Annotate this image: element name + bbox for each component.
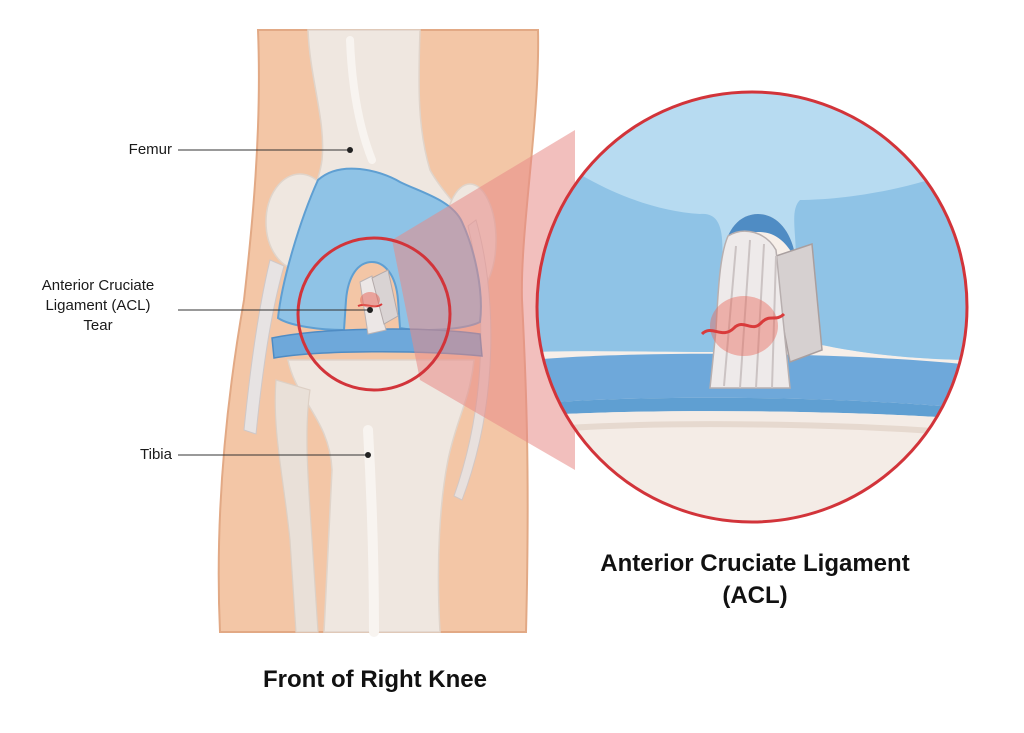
tibia-highlight [363,425,379,637]
fibula-bone [274,379,319,633]
label-acl-tear: Anterior Cruciate Ligament (ACL) Tear [18,276,178,336]
magnifier-beam [392,130,575,470]
label-acl-tear-line1: Anterior Cruciate [41,277,155,294]
magnifier-ring-small [296,236,452,392]
femur-highlight [346,36,376,164]
acl-ligament-large [700,230,823,389]
label-tibia: Tibia [140,446,172,463]
label-femur: Femur [128,141,172,158]
acl-ligament-small [357,269,399,335]
zoom-title: Anterior Cruciate Ligament (ACL) [560,548,950,612]
zoom-title-line1: Anterior Cruciate Ligament [600,550,910,577]
acl-tear-line [700,312,786,336]
magnifier-ring-large [535,90,969,524]
label-acl-tear-line3: Tear [83,317,113,334]
lateral-collateral-ligament [243,259,285,435]
tibia-bone [287,359,475,633]
label-acl-tear-line2: Ligament (ACL) [45,297,151,314]
acl-leader-dot [367,307,373,313]
zoom-title-line2: (ACL) [722,582,788,609]
main-title: Front of Right Knee [263,666,487,693]
tibia-leader-dot [365,452,371,458]
femur-leader-dot [347,147,353,153]
